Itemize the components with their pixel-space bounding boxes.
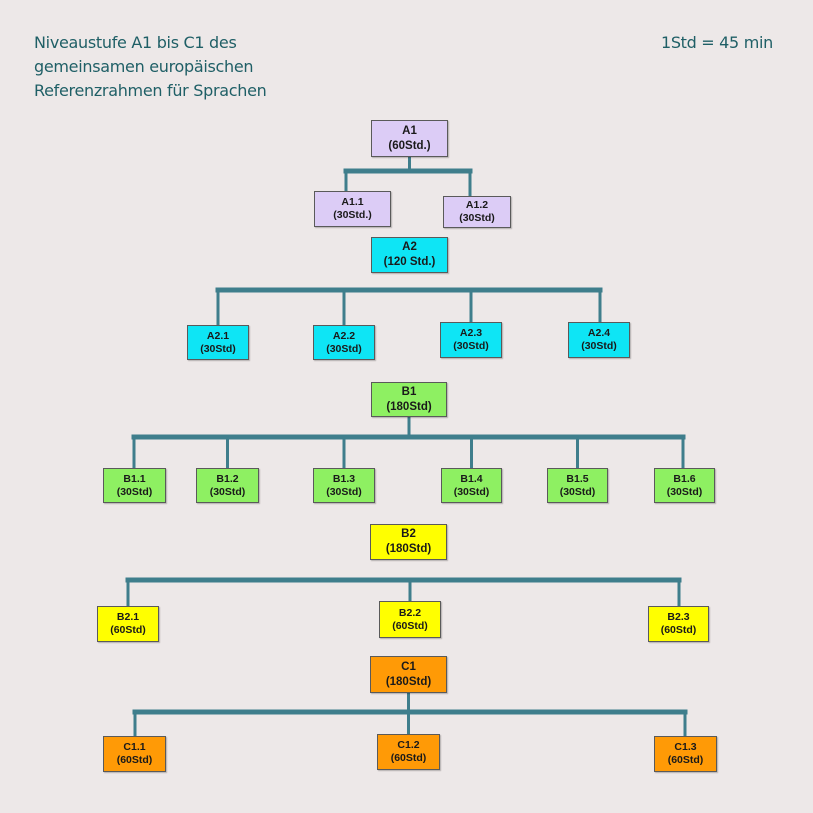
node-label: B1.5: [566, 472, 589, 485]
sublevel-node-a2-4: A2.4(30Std): [568, 322, 630, 358]
node-hours: (30Std.): [333, 209, 372, 221]
node-label: B1.3: [332, 472, 356, 485]
node-hours: (30Std): [666, 485, 703, 498]
node-label: B2: [401, 528, 416, 540]
sublevel-node-c1-2: C1.2(60Std): [377, 734, 440, 770]
node-label: B2.1: [116, 611, 140, 623]
hour-definition-note: 1Std = 45 min: [660, 33, 773, 52]
node-hours: (30Std): [459, 212, 495, 224]
node-label: A2.3: [459, 327, 483, 339]
sublevel-node-c1-3: C1.3(60Std): [654, 736, 717, 772]
node-label: C1.2: [397, 739, 420, 751]
node-label: A2.1: [206, 329, 230, 342]
node-hours: (60Std): [392, 619, 428, 632]
node-hours: (60Std.): [388, 139, 431, 152]
node-hours: (30Std): [116, 485, 153, 498]
sublevel-node-a1-2: A1.2(30Std): [443, 196, 511, 228]
node-label: A2: [402, 241, 417, 253]
node-hours: (30Std): [209, 485, 246, 498]
node-hours: (30Std): [559, 485, 596, 498]
node-hours: (30Std): [453, 485, 490, 498]
level-node-c1: C1 (180Std): [370, 656, 447, 693]
title-line-1: Niveaustufe A1 bis C1 des: [34, 33, 237, 52]
diagram-title: Niveaustufe A1 bis C1 des gemeinsamen eu…: [34, 31, 334, 103]
level-node-a2: A2 (120 Std.): [371, 237, 448, 273]
node-hours: (60Std): [660, 624, 697, 636]
level-node-b2: B2 (180Std): [370, 524, 447, 560]
sublevel-node-b1-6: B1.6(30Std): [654, 468, 715, 503]
title-line-3: Referenzrahmen für Sprachen: [34, 81, 267, 100]
sublevel-node-a2-2: A2.2(30Std): [313, 325, 375, 360]
node-label: B1: [401, 385, 417, 398]
node-hours: (30Std): [326, 342, 362, 355]
node-label: A1: [402, 124, 417, 137]
sublevel-node-a2-1: A2.1(30Std): [187, 325, 249, 360]
node-hours: (30Std): [326, 485, 362, 498]
sublevel-node-b1-2: B1.2(30Std): [196, 468, 259, 503]
node-hours: (30Std): [453, 340, 489, 352]
node-hours: (30Std): [581, 340, 617, 352]
node-label: B1.4: [460, 472, 483, 485]
node-label: B1.6: [673, 472, 696, 485]
title-line-2: gemeinsamen europäischen: [34, 57, 254, 76]
sublevel-node-b1-5: B1.5(30Std): [547, 468, 608, 503]
sublevel-node-b2-3: B2.3(60Std): [648, 606, 709, 642]
node-label: B2.3: [667, 611, 690, 623]
node-hours: (60Std): [390, 752, 427, 764]
node-label: C1.3: [674, 741, 697, 753]
sublevel-node-b2-2: B2.2(60Std): [379, 601, 441, 638]
node-hours: (60Std): [110, 624, 146, 636]
node-hours: (30Std): [200, 342, 236, 355]
node-hours: (180Std): [385, 543, 432, 555]
node-label: B1.1: [123, 472, 146, 485]
sublevel-node-b1-3: B1.3(30Std): [313, 468, 375, 503]
sublevel-node-b2-1: B2.1(60Std): [97, 606, 159, 642]
node-label: B2.2: [398, 606, 422, 619]
node-label: C1.1: [123, 741, 146, 753]
sublevel-node-c1-1: C1.1(60Std): [103, 736, 166, 772]
node-label: A2.4: [587, 327, 611, 339]
sublevel-node-b1-4: B1.4(30Std): [441, 468, 502, 503]
node-label: A1.1: [341, 196, 364, 208]
node-hours: (180Std): [385, 675, 432, 688]
node-label: A1.2: [465, 199, 489, 211]
node-hours: (180Std): [386, 400, 432, 413]
level-node-a1: A1 (60Std.): [371, 120, 448, 157]
level-node-b1: B1 (180Std): [371, 382, 447, 417]
sublevel-node-b1-1: B1.1(30Std): [103, 468, 166, 503]
node-hours: (60Std): [667, 754, 704, 766]
node-label: A2.2: [332, 329, 356, 342]
sublevel-node-a2-3: A2.3(30Std): [440, 322, 502, 358]
sublevel-node-a1-1: A1.1(30Std.): [314, 191, 391, 227]
node-label: B1.2: [216, 472, 239, 485]
node-label: C1: [401, 660, 416, 673]
node-hours: (60Std): [116, 754, 153, 766]
node-hours: (120 Std.): [383, 256, 436, 268]
